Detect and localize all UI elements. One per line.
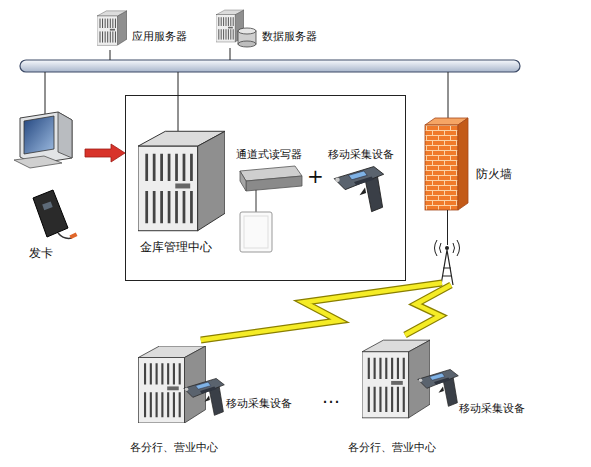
node-label: 各分行、营业中心	[130, 441, 218, 454]
lightning-outline	[201, 283, 442, 340]
node-label: 发卡	[29, 246, 53, 260]
server-label: 应用服务器	[132, 30, 187, 43]
wireless-link	[201, 210, 448, 340]
server-icon	[97, 11, 127, 45]
device-label: 移动采集设备	[226, 397, 292, 410]
node-label: 各分行、营业中心	[348, 441, 436, 454]
reader-antenna	[240, 212, 272, 252]
firewall-node: 防火墙	[425, 117, 470, 210]
radio-antenna	[435, 240, 460, 285]
branch-node: 移动采集设备各分行、营业中心	[345, 335, 545, 460]
reader-node: 通道式读写器	[234, 144, 322, 256]
handheld-scanner	[418, 369, 459, 406]
device-label: 移动采集设备	[328, 148, 394, 161]
plus-sign: +	[307, 164, 324, 188]
card-issue-node: 发卡	[15, 110, 85, 265]
device-label: 移动采集设备	[459, 402, 525, 415]
vault-center-box: 金库管理中心 通道式读写器 移动采集设备	[125, 95, 406, 281]
flow-arrow	[85, 144, 125, 162]
node-label: 金库管理中心	[140, 240, 212, 254]
network-bus	[20, 60, 520, 72]
handheld-scanner	[184, 378, 225, 415]
network-wire	[45, 48, 448, 131]
computer-monitor	[14, 112, 72, 168]
wireless-link	[405, 210, 451, 335]
branch-node: 移动采集设备各分行、营业中心	[128, 340, 310, 460]
handheld-scanner	[334, 167, 384, 212]
database-disk	[238, 28, 256, 47]
antenna-wire	[447, 210, 448, 245]
node-label: 防火墙	[476, 167, 512, 181]
antenna-wire	[447, 210, 448, 245]
ellipsis: …	[322, 386, 340, 408]
channel-reader-device	[240, 166, 302, 213]
handheld-node: 移动采集设备	[326, 144, 406, 214]
lightning-bolt	[201, 283, 442, 340]
server-node: 数据服务器	[215, 2, 327, 50]
vault-server	[138, 131, 225, 230]
device-label: 通道式读写器	[236, 148, 302, 161]
lightning-bolt	[405, 285, 451, 335]
firewall-wall	[425, 118, 468, 210]
arrow-shape	[85, 144, 125, 162]
server-label: 数据服务器	[262, 30, 317, 43]
lightning-outline	[405, 285, 451, 335]
card-reader	[33, 190, 77, 239]
server-node: 应用服务器	[93, 4, 218, 52]
